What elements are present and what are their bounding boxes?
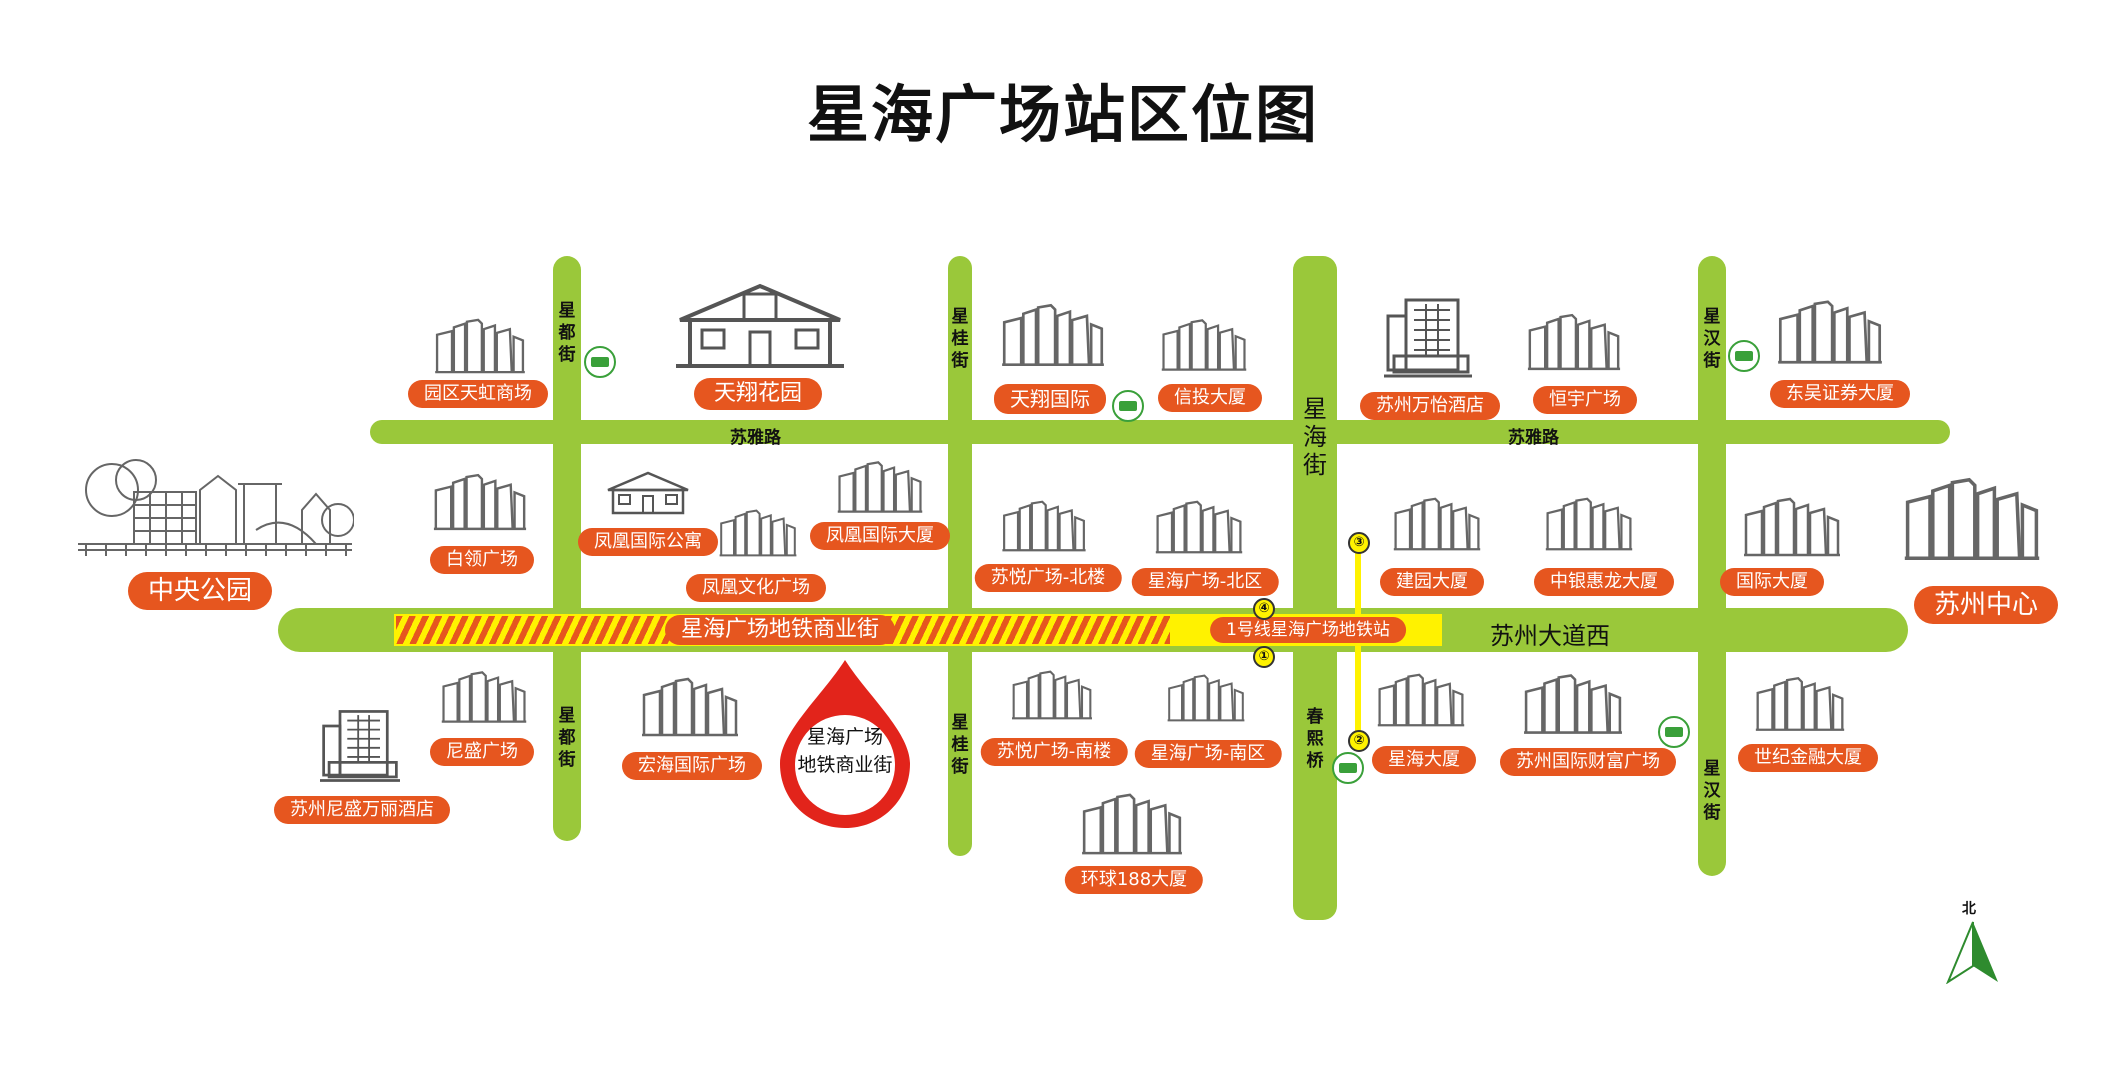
skyscraper-cluster-icon <box>441 671 527 723</box>
place-zhongyang-gongyuan: 中央公园 <box>127 572 273 610</box>
skyscraper-cluster-icon <box>1012 670 1092 720</box>
skyscraper-cluster-icon <box>1755 677 1845 731</box>
place-suyue-bei: 苏悦广场-北楼 <box>974 564 1122 592</box>
skyscraper-cluster-icon <box>1393 497 1481 551</box>
place-jianyuan: 建园大厦 <box>1380 568 1484 596</box>
place-caifu: 苏州国际财富广场 <box>1500 748 1676 776</box>
skyscraper-cluster-icon <box>1744 497 1840 557</box>
north-arrow-icon <box>1946 921 1998 984</box>
place-suzhou-zhongxin: 苏州中心 <box>1913 586 2059 624</box>
pin-label-line1: 星海广场 <box>806 726 883 748</box>
road-xinghan <box>1698 256 1726 876</box>
metro-exit-2: ② <box>1348 730 1370 752</box>
road-label-suya-right: 苏雅路 <box>1508 428 1559 448</box>
place-fenghuang-gongyu: 凤凰国际公寓 <box>578 528 718 556</box>
bus-stop-icon <box>1658 716 1690 748</box>
metro-exit-3: ③ <box>1348 532 1370 554</box>
road-xingdu <box>553 256 581 841</box>
house-icon <box>607 471 689 515</box>
road-label-chunxi-bridge: 春熙桥 <box>1306 707 1324 771</box>
skyscraper-cluster-icon <box>837 461 923 513</box>
place-tianxiang-huayuan: 天翔花园 <box>693 378 823 410</box>
park-playground-icon <box>78 459 354 556</box>
place-huanqiu: 环球188大厦 <box>1064 866 1204 894</box>
house-icon <box>676 283 844 368</box>
place-guoji-dasha: 国际大厦 <box>1720 568 1824 596</box>
road-label-suya-left: 苏雅路 <box>730 428 781 448</box>
hotel-tower-icon <box>320 710 400 782</box>
place-xintou: 信投大厦 <box>1158 384 1262 412</box>
place-yuanqu-tianhong: 园区天虹商场 <box>408 380 548 408</box>
skyscraper-cluster-icon <box>1082 793 1182 855</box>
page-title: 星海广场站区位图 <box>806 78 1319 151</box>
metro-exit-1: ① <box>1253 646 1275 668</box>
skyscraper-cluster-icon <box>1167 674 1245 722</box>
place-suyue-nan: 苏悦广场-南楼 <box>980 738 1128 766</box>
skyscraper-cluster-icon <box>1155 500 1243 554</box>
place-dongwu: 东吴证券大厦 <box>1770 380 1910 408</box>
hotel-tower-icon <box>1384 298 1472 378</box>
road-xinghai <box>1293 256 1337 920</box>
road-suya <box>370 420 1950 444</box>
road-label-xingdu-s: 星都街 <box>558 706 576 770</box>
place-honghai: 宏海国际广场 <box>622 752 762 780</box>
skyscraper-cluster-icon <box>1545 497 1633 551</box>
road-label-xinghan-s: 星汉街 <box>1703 759 1721 823</box>
place-xinghai-nan: 星海广场-南区 <box>1134 740 1282 768</box>
place-tianxiang-guoji: 天翔国际 <box>994 384 1106 414</box>
skyscraper-cluster-icon <box>1161 319 1247 371</box>
place-xinghai-dasha: 星海大厦 <box>1372 746 1476 774</box>
skyscraper-cluster-icon <box>433 473 527 531</box>
metro-commercial-street-label: 星海广场地铁商业街 <box>664 615 896 645</box>
north-label: 北 <box>1962 901 1976 917</box>
metro-exit-4: ④ <box>1253 598 1275 620</box>
place-xinghai-bei: 星海广场-北区 <box>1131 568 1279 596</box>
place-wanyi: 苏州万怡酒店 <box>1360 392 1500 420</box>
skyscraper-cluster-icon <box>1524 674 1622 734</box>
road-label-xingdu-n: 星都街 <box>558 301 576 365</box>
road-label-xinghai-st: 星海街 <box>1303 395 1327 479</box>
skyscraper-cluster-icon <box>1002 303 1104 367</box>
road-label-suzhou-west: 苏州大道西 <box>1490 622 1610 650</box>
skyscraper-cluster-icon <box>642 677 738 737</box>
location-pin-icon <box>780 660 910 828</box>
place-nisheng-wanli: 苏州尼盛万丽酒店 <box>274 796 450 824</box>
pin-label-line2: 地铁商业街 <box>797 754 893 776</box>
metro-station-label: 1号线星海广场地铁站 <box>1210 617 1406 643</box>
bus-stop-icon <box>1112 390 1144 422</box>
skyscraper-cluster-icon <box>1002 500 1086 552</box>
road-label-xinggui-n: 星桂街 <box>951 307 969 371</box>
road-label-xinghan-n: 星汉街 <box>1703 307 1721 371</box>
bus-stop-icon <box>1728 340 1760 372</box>
skyscraper-cluster-icon <box>1527 313 1621 371</box>
place-zhongyin: 中银惠龙大厦 <box>1534 568 1674 596</box>
place-hengyu: 恒宇广场 <box>1533 386 1637 414</box>
road-xinggui <box>948 256 972 856</box>
bus-stop-icon <box>1332 752 1364 784</box>
place-nisheng: 尼盛广场 <box>430 738 534 766</box>
skyscraper-cluster-icon <box>1377 673 1465 727</box>
skyscraper-cluster-icon <box>719 509 797 557</box>
place-bailing: 白领广场 <box>430 546 534 574</box>
skyscraper-cluster-icon <box>435 318 525 374</box>
place-fenghuang-dasha: 凤凰国际大厦 <box>810 522 950 550</box>
place-fenghuang-wenhua: 凤凰文化广场 <box>686 574 826 602</box>
skyscraper-cluster-icon <box>1778 300 1882 364</box>
skyscraper-cluster-icon <box>1904 477 2040 560</box>
place-shiji: 世纪金融大厦 <box>1738 744 1878 772</box>
bus-stop-icon <box>584 346 616 378</box>
road-label-xinggui-s: 星桂街 <box>951 713 969 777</box>
